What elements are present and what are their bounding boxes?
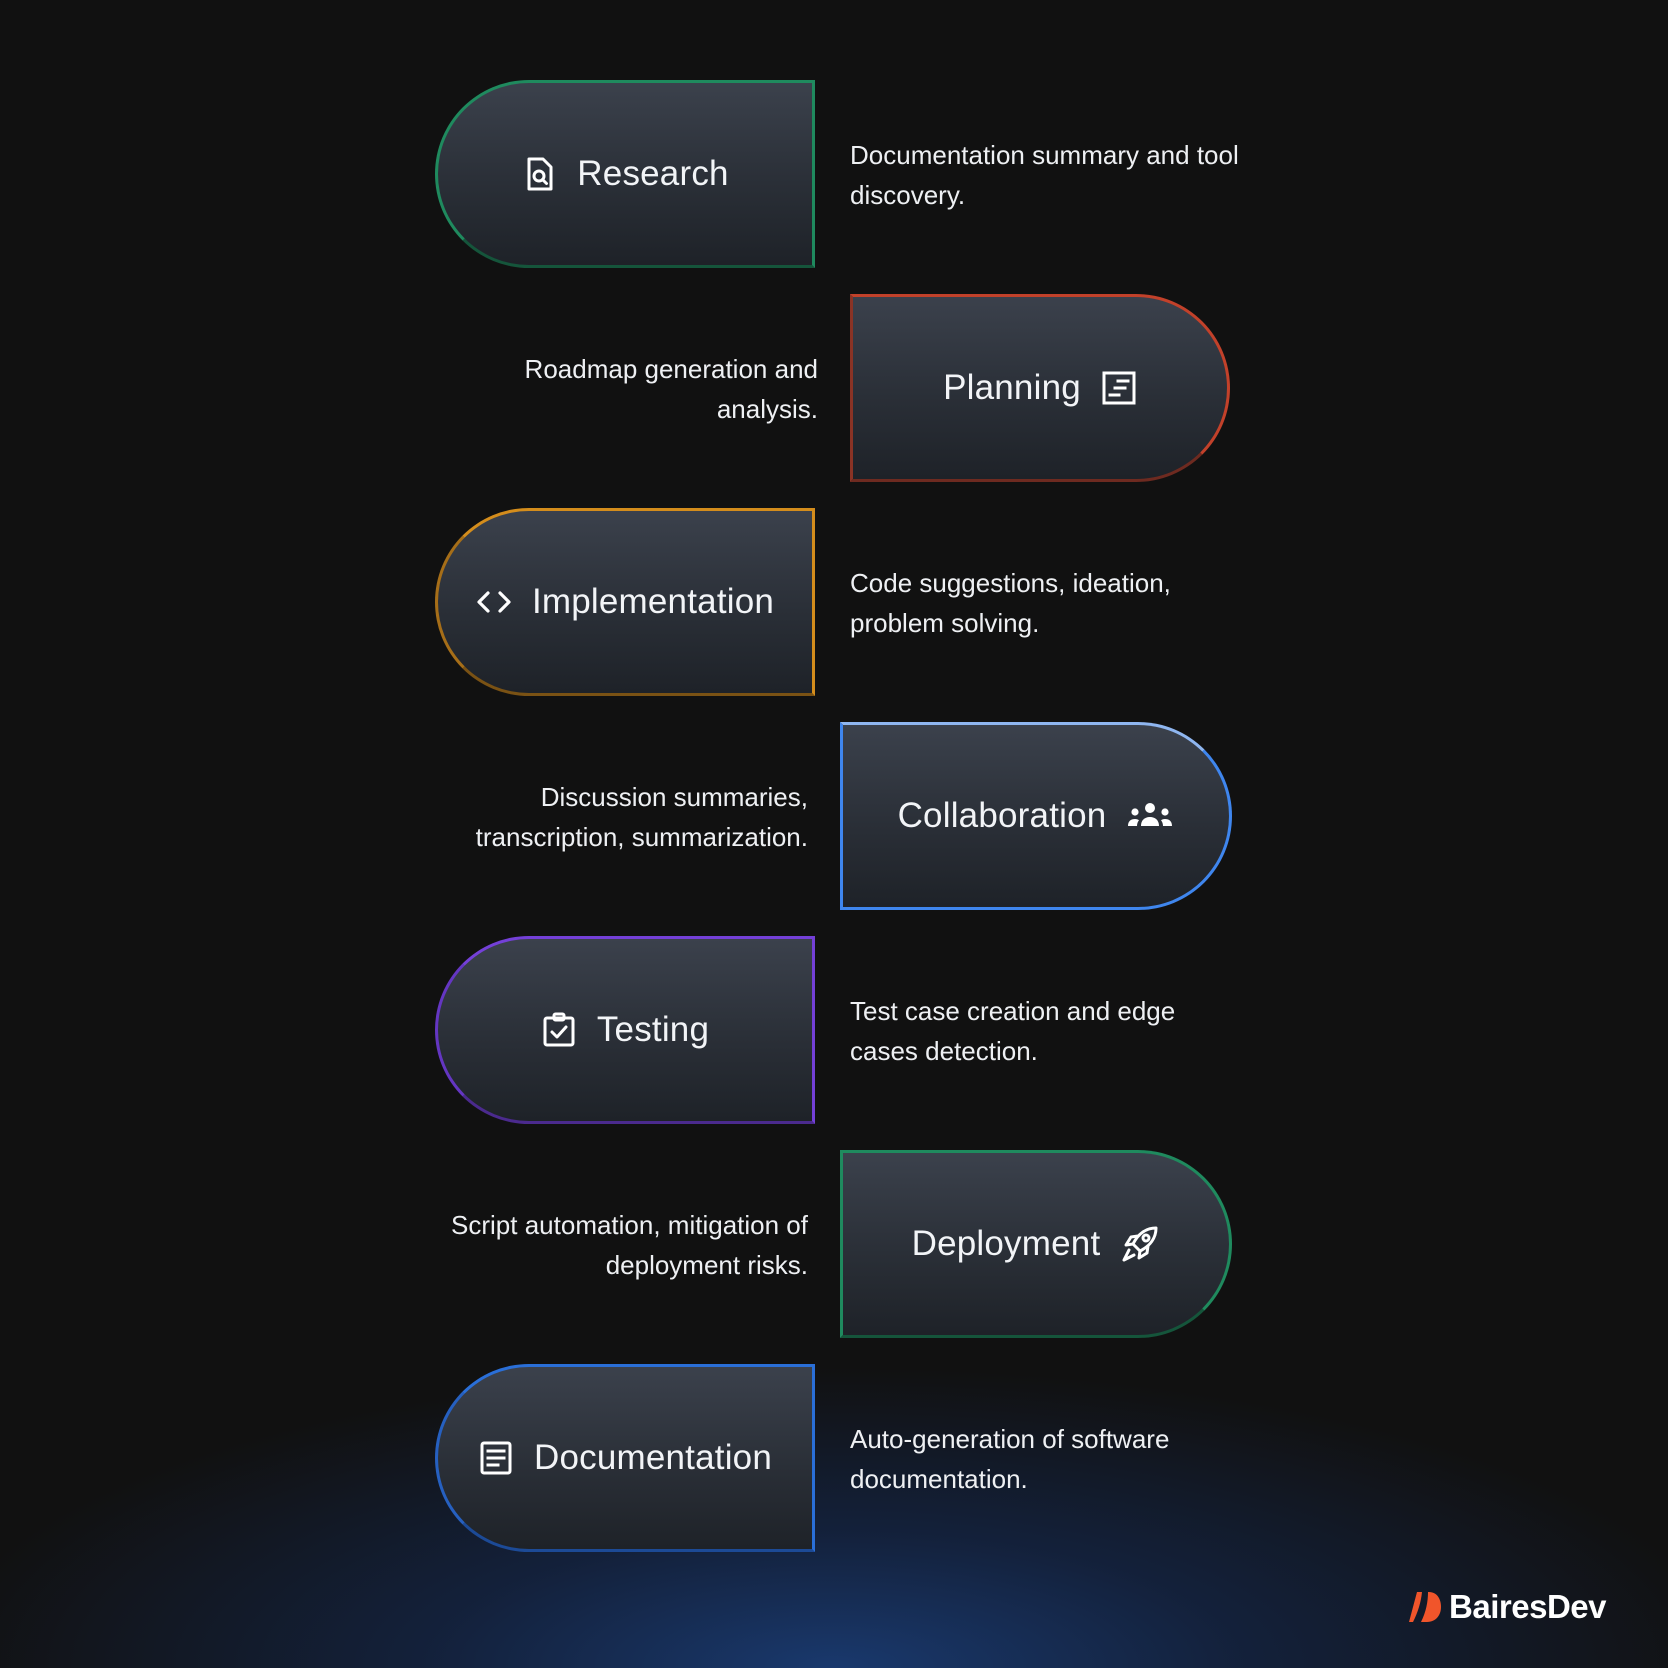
testing-pill: Testing: [435, 936, 815, 1124]
brand-name: BairesDev: [1449, 1588, 1606, 1625]
bairesdev-mark-icon: [1407, 1592, 1442, 1622]
people-group-icon: [1126, 798, 1174, 834]
collaboration-pill: Collaboration: [840, 722, 1232, 910]
deployment-description: Script automation, mitigation of deploym…: [451, 1210, 808, 1280]
clipboard-check-icon: [541, 1012, 577, 1048]
implementation-pill: Implementation: [435, 508, 815, 696]
code-brackets-icon: [476, 584, 512, 620]
implementation-description: Code suggestions, ideation, problem solv…: [850, 568, 1171, 638]
document-search-icon: [521, 156, 557, 192]
testing-description: Test case creation and edge cases detect…: [850, 996, 1176, 1066]
step-research: Research Documentation summary and tool …: [0, 80, 1668, 270]
research-description: Documentation summary and tool discovery…: [850, 140, 1239, 210]
document-lines-icon: [478, 1440, 514, 1476]
planning-pill: Planning: [850, 294, 1230, 482]
documentation-description: Auto-generation of software documentatio…: [850, 1424, 1170, 1494]
research-pill: Research: [435, 80, 815, 268]
documentation-pill: Documentation: [435, 1364, 815, 1552]
deployment-pill: Deployment: [840, 1150, 1232, 1338]
planning-description: Roadmap generation and analysis.: [524, 354, 818, 424]
testing-label: Testing: [596, 1010, 710, 1049]
roadmap-doc-icon: [1101, 370, 1137, 406]
step-deployment: Script automation, mitigation of deploym…: [0, 1150, 1668, 1340]
collaboration-label: Collaboration: [897, 796, 1107, 835]
documentation-label: Documentation: [533, 1438, 772, 1477]
research-label: Research: [577, 154, 729, 193]
deployment-label: Deployment: [911, 1224, 1101, 1263]
collaboration-description: Discussion summaries, transcription, sum…: [475, 782, 808, 852]
step-planning: Roadmap generation and analysis. Plannin…: [0, 294, 1668, 484]
rocket-icon: [1120, 1224, 1160, 1264]
step-documentation: Documentation Auto-generation of softwar…: [0, 1364, 1668, 1554]
step-collaboration: Discussion summaries, transcription, sum…: [0, 722, 1668, 912]
implementation-label: Implementation: [531, 582, 775, 621]
step-implementation: Implementation Code suggestions, ideatio…: [0, 508, 1668, 698]
step-testing: Testing Test case creation and edge case…: [0, 936, 1668, 1126]
brand-logo: BairesDev: [1407, 1588, 1606, 1626]
planning-label: Planning: [943, 368, 1081, 407]
